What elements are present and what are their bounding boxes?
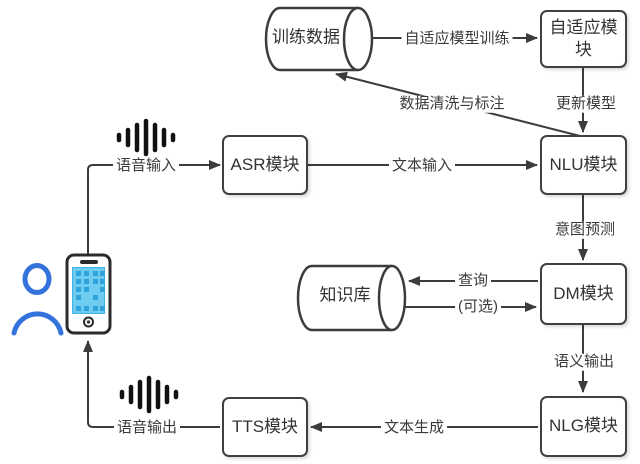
node-dm-module: DM模块 (540, 263, 627, 325)
edge-label-optional: (可选) (455, 298, 501, 316)
node-nlu-module: NLU模块 (540, 135, 627, 195)
edge-label-voice-input: 语音输入 (112, 157, 180, 175)
edge-voice-output-line (83, 340, 220, 428)
edge-label-text-generation: 文本生成 (380, 419, 448, 437)
edge-label-adaptive-training: 自适应模型训练 (401, 30, 513, 48)
node-tts-module: TTS模块 (222, 397, 308, 457)
person-icon (11, 263, 64, 336)
training-data-cylinder (264, 6, 374, 72)
phone-app-grid (76, 271, 105, 311)
voice-waveform-input-icon (116, 118, 176, 157)
edge-label-data-cleaning: 数据清洗与标注 (396, 95, 508, 113)
node-nlg-module: NLG模块 (540, 396, 627, 457)
edge-voice-input-line (87, 160, 221, 254)
node-asr-module: ASR模块 (222, 135, 308, 195)
edge-label-text-input: 文本输入 (388, 157, 456, 175)
node-knowledge-base-label: 知识库 (319, 285, 371, 305)
smartphone-icon (65, 253, 112, 335)
node-training-data-label: 训练数据 (272, 27, 340, 47)
edge-label-voice-output: 语音输出 (113, 419, 181, 437)
knowledge-base-cylinder (296, 264, 407, 332)
edge-label-intent-prediction: 意图预测 (551, 221, 619, 239)
voice-waveform-output-icon (119, 375, 179, 414)
edge-label-semantic-output: 语义输出 (550, 353, 618, 371)
edge-label-update-model: 更新模型 (552, 95, 620, 113)
node-adaptive-module: 自适应模块 (540, 10, 627, 68)
edge-label-query: 查询 (454, 272, 492, 290)
